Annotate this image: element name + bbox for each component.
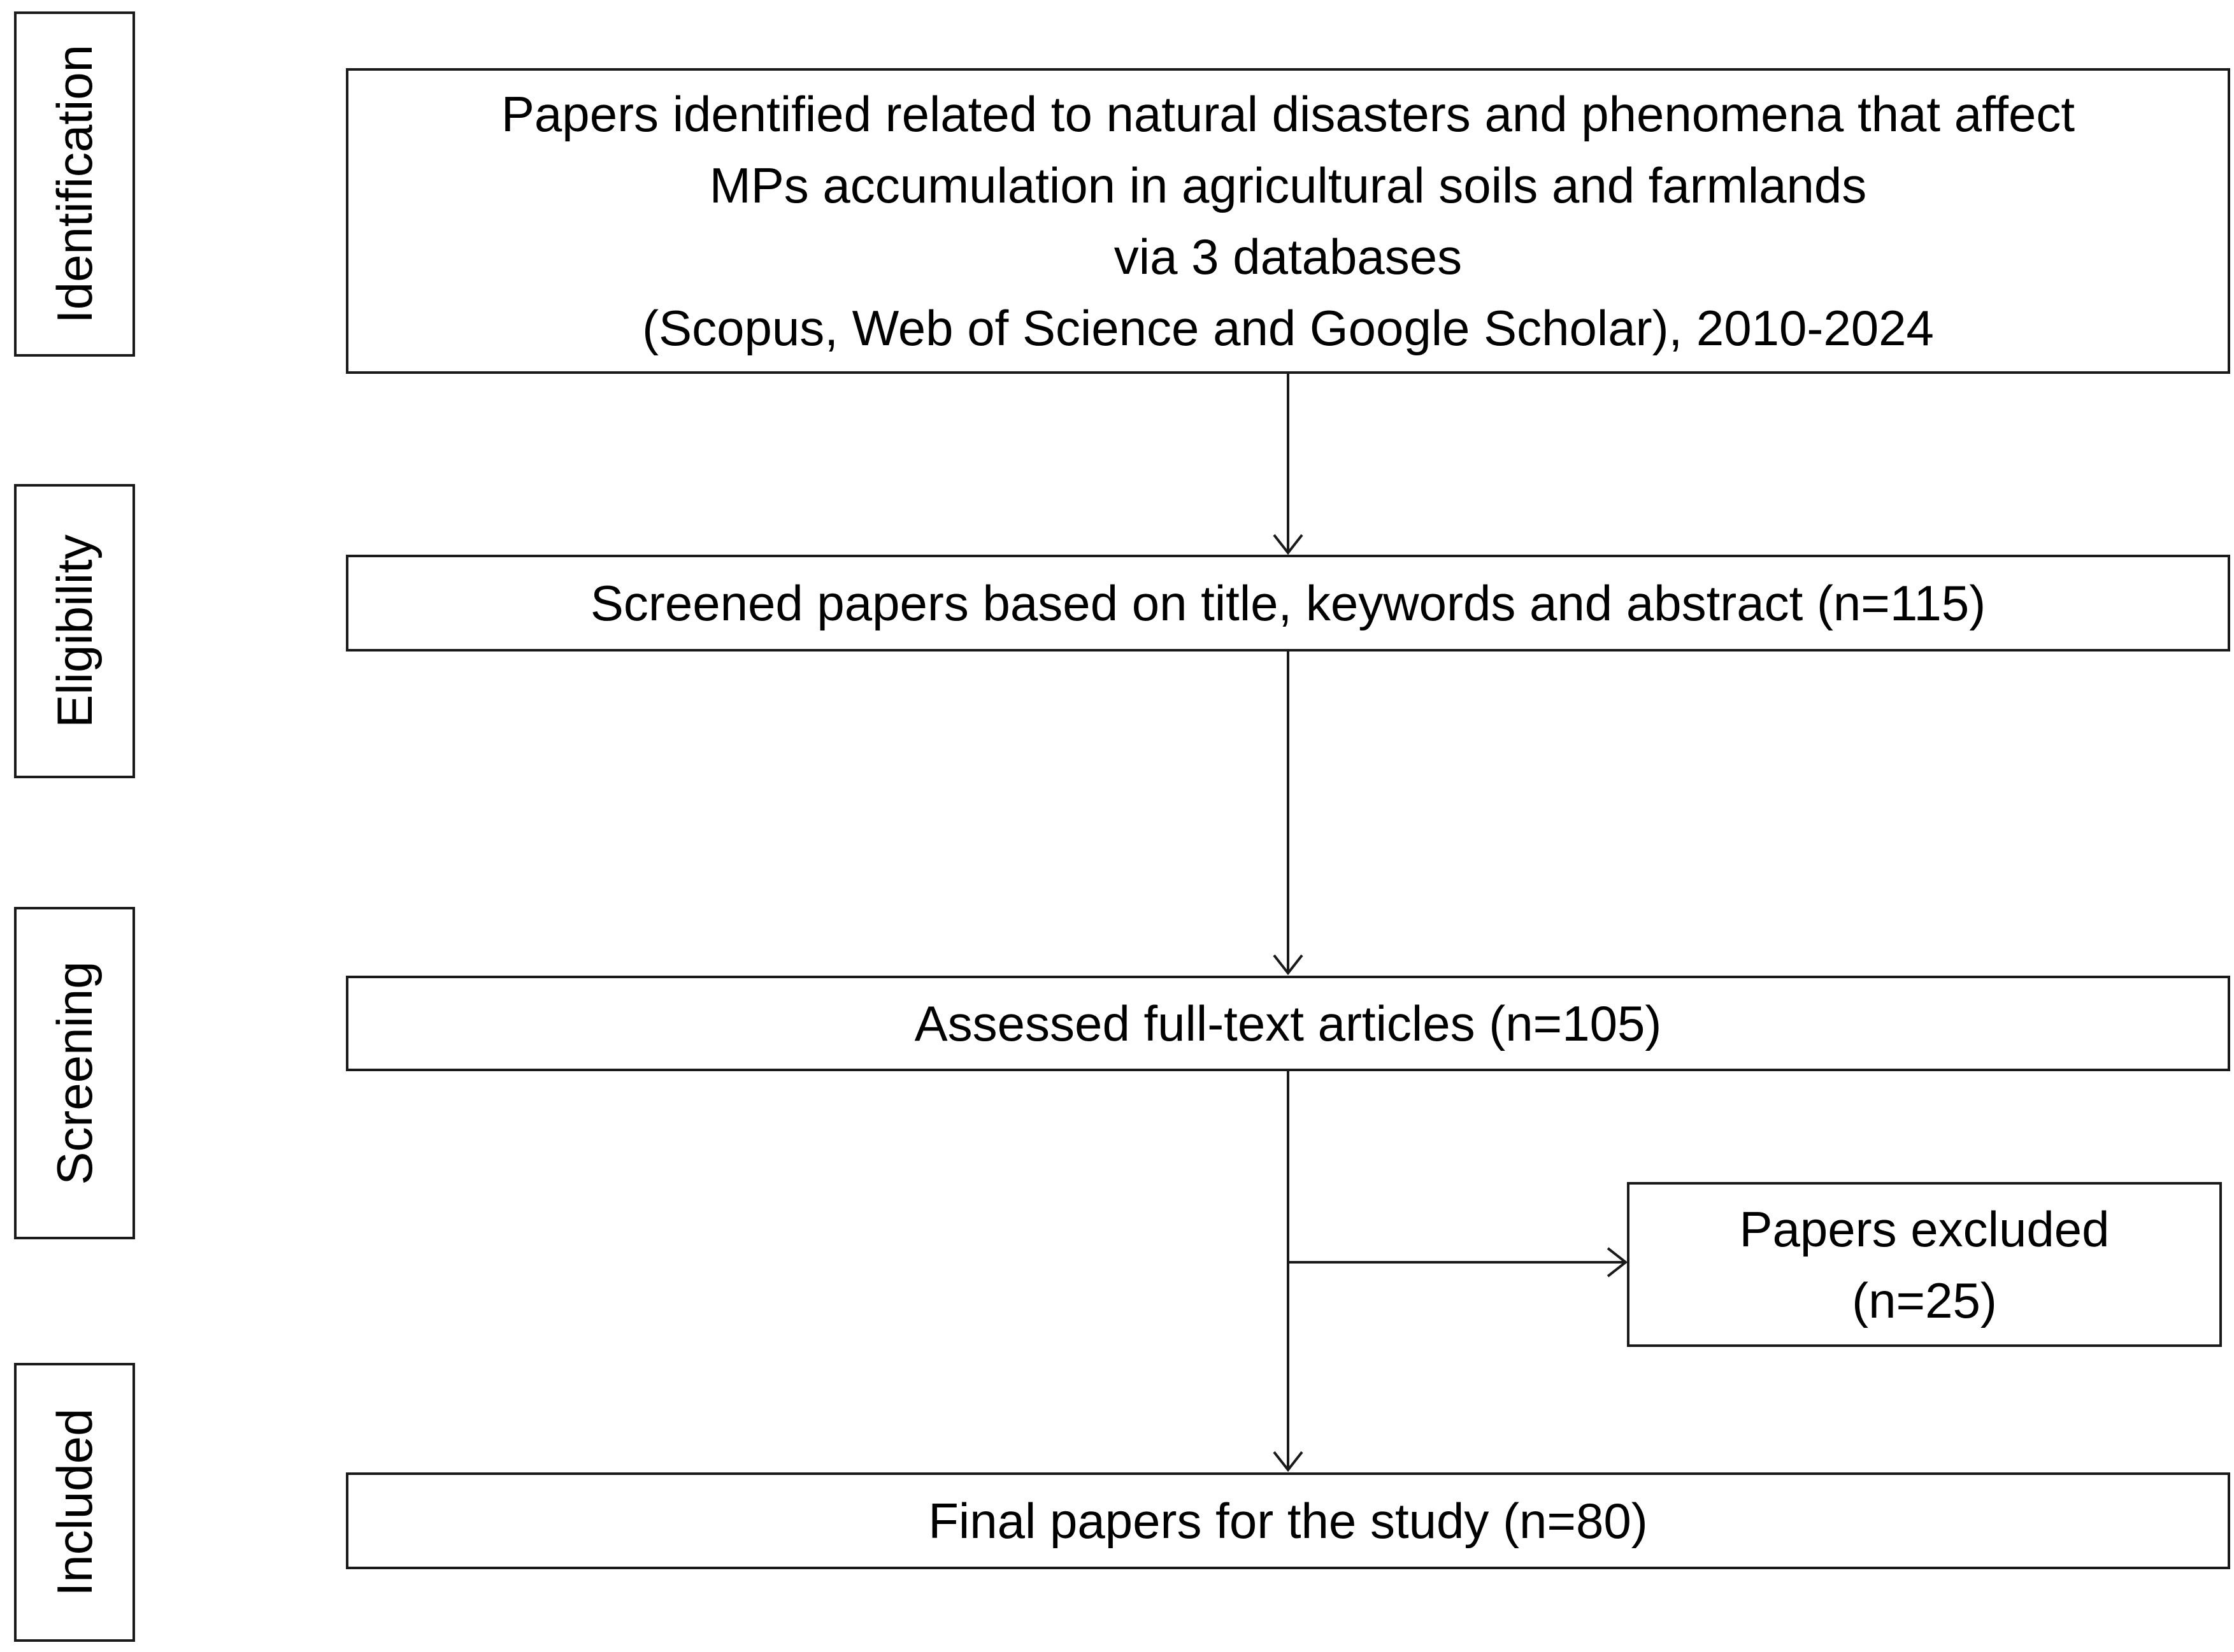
assessed-text: Assessed full-text articles (n=105) — [914, 995, 1662, 1051]
excluded-line-2: (n=25) — [1852, 1272, 1997, 1328]
arrowhead-final — [1273, 1451, 1303, 1472]
identified-line-4: (Scopus, Web of Science and Google Schol… — [642, 300, 1934, 356]
box-identified: Papers identified related to natural dis… — [346, 68, 2230, 374]
box-excluded: Papers excluded (n=25) — [1627, 1182, 2222, 1347]
stage-included: Included — [14, 1363, 135, 1642]
stage-eligibility: Eligibility — [14, 484, 135, 778]
stage-screening: Screening — [14, 907, 135, 1239]
identified-line-3: via 3 databases — [1113, 229, 1463, 285]
screened-text: Screened papers based on title, keywords… — [590, 575, 1986, 631]
box-assessed: Assessed full-text articles (n=105) — [346, 976, 2230, 1071]
excluded-line-1: Papers excluded — [1739, 1200, 2110, 1257]
arrowhead-excluded — [1607, 1247, 1628, 1278]
box-screened: Screened papers based on title, keywords… — [346, 555, 2230, 652]
arrowhead-screened — [1273, 534, 1303, 555]
identified-line-1: Papers identified related to natural dis… — [501, 86, 2075, 142]
arrowhead-assessed — [1273, 954, 1303, 976]
stage-identification: Identification — [14, 11, 135, 357]
box-final: Final papers for the study (n=80) — [346, 1472, 2230, 1569]
final-text: Final papers for the study (n=80) — [928, 1493, 1648, 1549]
identified-line-2: MPs accumulation in agricultural soils a… — [709, 157, 1867, 213]
